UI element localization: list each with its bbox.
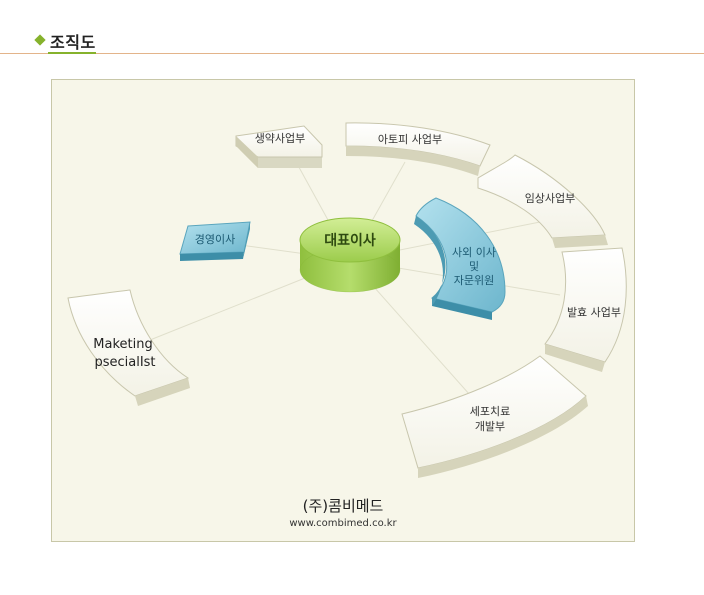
node-label-management-director: 경영이사 — [195, 233, 235, 246]
dept-label-fermentation: 발효 사업부 — [567, 306, 621, 319]
dept-box-cell-therapy: 세포치료 개발부 — [401, 355, 588, 478]
header-divider — [0, 53, 704, 54]
dept-label-marketing-1: Maketing — [93, 337, 152, 352]
dept-label-herbal: 생약사업부 — [255, 131, 306, 145]
footer-website-url: www.combimed.co.kr — [289, 518, 397, 529]
dept-box-atopy: 아토피 사업부 — [345, 122, 491, 176]
node-management-director: 경영이사 — [179, 221, 251, 261]
dept-label-clinical: 임상사업부 — [525, 192, 576, 205]
dept-box-fermentation: 발효 사업부 — [544, 247, 627, 372]
dept-label-marketing-2: psecialIst — [94, 355, 155, 370]
dept-box-marketing: Maketing psecialIst — [67, 289, 190, 406]
node-label-advisory-3: 자문위원 — [454, 274, 494, 287]
node-advisory-board: 사외 이사 및 자문위원 — [414, 197, 506, 320]
dept-label-cell-therapy-1: 세포치료 — [470, 405, 510, 418]
page-header: 조직도 — [0, 0, 704, 56]
node-label-ceo: 대표이사 — [324, 232, 376, 249]
node-label-advisory-2: 및 — [469, 260, 479, 273]
dept-label-atopy: 아토피 사업부 — [378, 133, 442, 146]
dept-box-herbal: 생약사업부 — [235, 125, 323, 168]
node-ceo: 대표이사 — [299, 217, 401, 293]
footer-company-name: (주)콤비메드 — [303, 497, 384, 515]
page-title: 조직도 — [50, 33, 96, 52]
dept-box-clinical: 임상사업부 — [477, 154, 608, 248]
dept-label-cell-therapy-2: 개발부 — [475, 420, 505, 433]
node-label-advisory-1: 사외 이사 — [452, 246, 496, 259]
org-chart-panel — [51, 79, 635, 542]
header-divider-accent — [48, 52, 96, 54]
